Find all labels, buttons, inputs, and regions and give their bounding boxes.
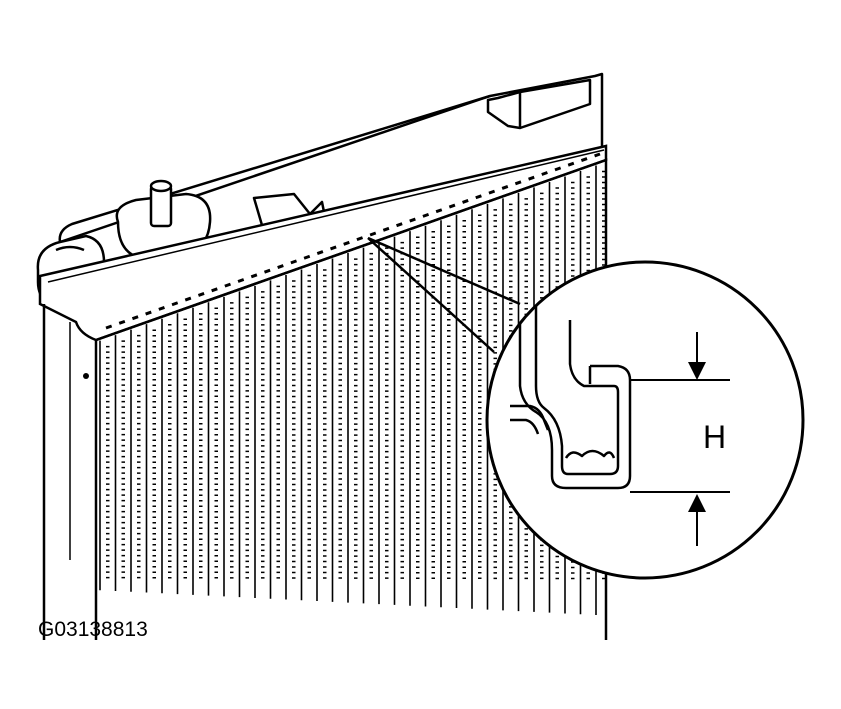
leader-lines [367, 236, 521, 353]
dimension-h: H [630, 332, 730, 546]
figure-code-label: G03138813 [38, 618, 148, 641]
dimension-h-label: H [703, 419, 726, 455]
magnified-detail-circle [485, 260, 805, 580]
dimension-arrow-down-icon [688, 362, 706, 380]
dimension-arrow-up-icon [688, 494, 706, 512]
